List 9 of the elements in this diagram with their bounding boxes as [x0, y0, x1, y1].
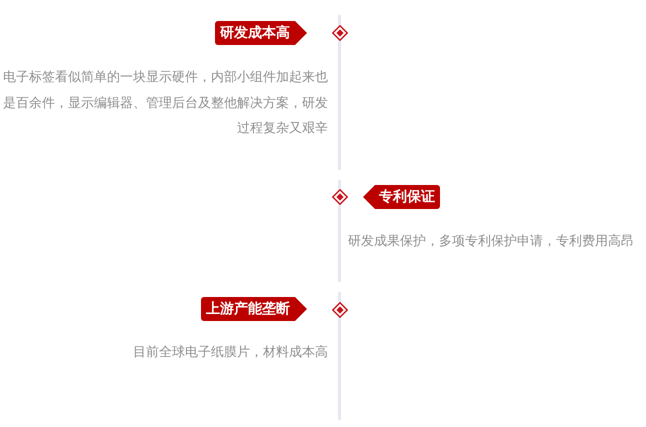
- tag-title: 专利保证: [379, 188, 435, 207]
- description-text: 电子标签看似简单的一块显示硬件，内部小组件加起来也是百余件，显示编辑器、管理后台及整他解决方案，研发过程复杂又艰辛: [2, 69, 328, 138]
- tag-label: [215, 21, 307, 45]
- description-text: 研发成果保护，多项专利保护申请，专利费用高昂: [348, 233, 635, 251]
- tag-title: 上游产能垄断: [206, 300, 290, 319]
- description-text: 目前全球电子纸膜片，材料成本高: [132, 344, 328, 362]
- tag-title: 研发成本高: [220, 24, 290, 43]
- tag-label: [363, 185, 440, 209]
- tag-label: [201, 297, 307, 321]
